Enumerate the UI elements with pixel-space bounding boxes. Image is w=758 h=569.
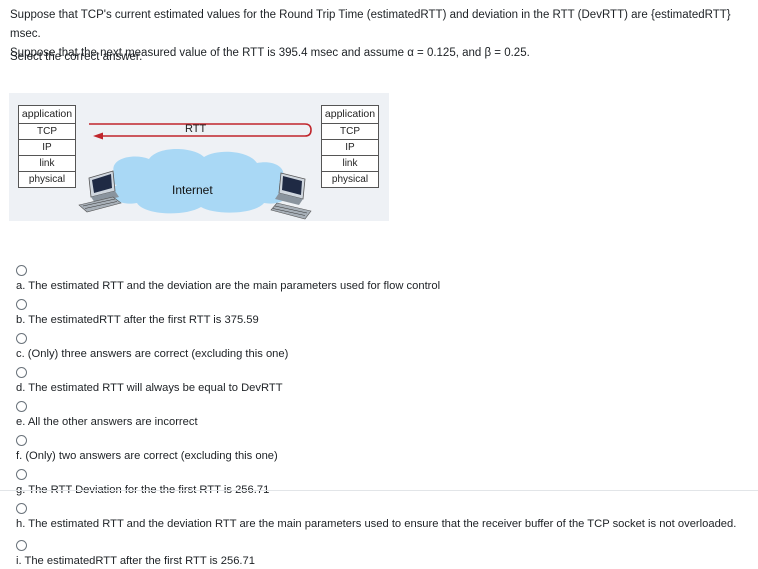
right-layer-tcp: TCP bbox=[322, 124, 378, 140]
option-d[interactable]: d. The estimated RTT will always be equa… bbox=[16, 366, 746, 396]
radio-c[interactable] bbox=[16, 333, 27, 344]
option-e-text: e. All the other answers are incorrect bbox=[16, 416, 198, 428]
option-b-text: b. The estimatedRTT after the first RTT … bbox=[16, 314, 259, 326]
option-f[interactable]: f. (Only) two answers are correct (exclu… bbox=[16, 434, 746, 464]
left-layer-link: link bbox=[19, 156, 75, 172]
rtt-diagram: application TCP IP link physical applica… bbox=[9, 93, 389, 221]
question-text: Suppose that TCP's current estimated val… bbox=[10, 6, 750, 63]
left-protocol-stack: application TCP IP link physical bbox=[18, 105, 76, 188]
select-prompt: Select the correct answer. bbox=[10, 51, 143, 63]
rtt-arrowhead bbox=[93, 132, 103, 140]
option-b[interactable]: b. The estimatedRTT after the first RTT … bbox=[16, 298, 746, 328]
left-layer-physical: physical bbox=[28, 174, 66, 185]
radio-g[interactable] bbox=[16, 469, 27, 480]
left-layer-ip: IP bbox=[19, 140, 75, 156]
option-g[interactable]: g. The RTT Deviation for the the first R… bbox=[16, 468, 746, 498]
option-i-text: i. The estimatedRTT after the first RTT … bbox=[16, 555, 255, 567]
right-computer-icon bbox=[270, 172, 312, 220]
option-d-text: d. The estimated RTT will always be equa… bbox=[16, 382, 283, 394]
rtt-label: RTT bbox=[185, 123, 207, 135]
radio-b[interactable] bbox=[16, 299, 27, 310]
option-f-text: f. (Only) two answers are correct (exclu… bbox=[16, 450, 278, 462]
right-layer-link: link bbox=[322, 156, 378, 172]
right-layer-ip: IP bbox=[322, 140, 378, 156]
right-protocol-stack: application TCP IP link physical bbox=[321, 105, 379, 188]
option-e[interactable]: e. All the other answers are incorrect bbox=[16, 400, 746, 430]
question-line-2: Suppose that the next measured value of … bbox=[10, 47, 530, 59]
option-i[interactable]: i. The estimatedRTT after the first RTT … bbox=[16, 539, 746, 569]
option-h[interactable]: h. The estimated RTT and the deviation R… bbox=[16, 502, 746, 535]
diagram-graphics bbox=[78, 123, 312, 220]
right-layer-application: application bbox=[322, 106, 378, 124]
option-a-text: a. The estimated RTT and the deviation a… bbox=[16, 280, 441, 292]
internet-label: Internet bbox=[172, 183, 213, 197]
bottom-divider bbox=[0, 490, 758, 491]
rtt-arrow bbox=[89, 123, 312, 137]
radio-i[interactable] bbox=[16, 540, 27, 551]
option-c[interactable]: c. (Only) three answers are correct (exc… bbox=[16, 332, 746, 362]
internet-cloud bbox=[107, 149, 290, 214]
option-h-text: h. The estimated RTT and the deviation R… bbox=[16, 518, 737, 530]
radio-d[interactable] bbox=[16, 367, 27, 378]
left-layer-tcp: TCP bbox=[19, 124, 75, 140]
radio-a[interactable] bbox=[16, 265, 27, 276]
left-computer-icon bbox=[78, 170, 122, 213]
right-layer-physical: physical bbox=[331, 174, 369, 185]
option-c-text: c. (Only) three answers are correct (exc… bbox=[16, 348, 289, 360]
radio-h[interactable] bbox=[16, 503, 27, 514]
left-layer-application: application bbox=[19, 106, 75, 124]
radio-f[interactable] bbox=[16, 435, 27, 446]
option-a[interactable]: a. The estimated RTT and the deviation a… bbox=[16, 264, 746, 294]
radio-e[interactable] bbox=[16, 401, 27, 412]
answer-options: a. The estimated RTT and the deviation a… bbox=[16, 260, 746, 569]
question-line-1: Suppose that TCP's current estimated val… bbox=[10, 9, 731, 40]
